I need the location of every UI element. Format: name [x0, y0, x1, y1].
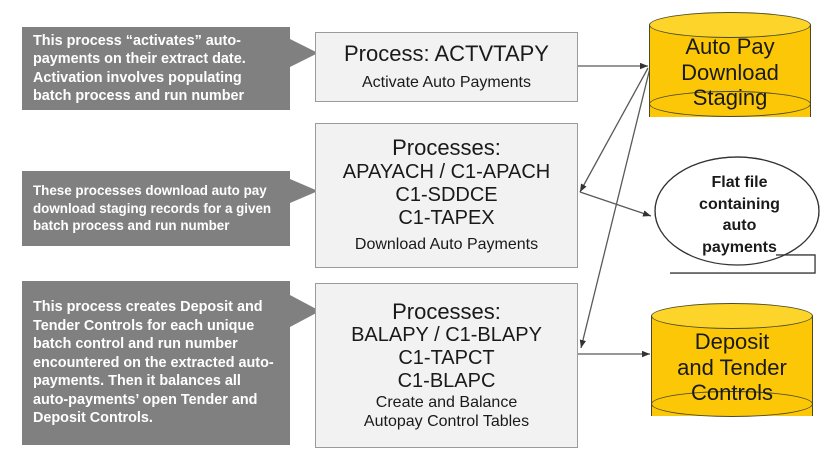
- connector-staging-to-balance: [579, 67, 651, 349]
- process-balance-line-2: C1-TAPCT: [398, 347, 495, 370]
- note-balance: This process creates Deposit and Tender …: [22, 281, 290, 445]
- cylinder-bottom-ellipse: [651, 391, 813, 417]
- process-download-caption: Download Auto Payments: [354, 236, 539, 254]
- note-activate: This process “activates” auto-payments o…: [22, 27, 290, 110]
- cylinder-top-ellipse: [649, 12, 811, 38]
- note-download-tail: [290, 179, 318, 203]
- process-download-heading: Processes:: [392, 135, 501, 161]
- note-activate-tail: [290, 39, 318, 67]
- process-box-download[interactable]: Processes: APAYACH / C1-APACH C1-SDDCE C…: [315, 123, 578, 268]
- connector-download-to-flatfile: [579, 191, 652, 217]
- note-balance-text: This process creates Deposit and Tender …: [33, 298, 274, 427]
- process-activate-caption: Activate Auto Payments: [362, 73, 531, 91]
- datastore-deposit-and-tender-controls[interactable]: Deposit and Tender Controls: [651, 303, 813, 431]
- note-activate-text: This process “activates” auto-payments o…: [33, 32, 246, 104]
- artifact-flat-file-label: Flat file containing auto payments: [699, 174, 780, 256]
- process-download-line-1: APAYACH / C1-APACH: [342, 161, 551, 184]
- note-download: These processes download auto pay downlo…: [22, 171, 290, 246]
- connector-staging-to-download: [579, 67, 649, 193]
- process-balance-caption: Create and Balance: [375, 393, 518, 411]
- datastore-auto-pay-download-staging[interactable]: Auto Pay Download Staging: [649, 12, 811, 130]
- process-download-line-3: C1-TAPEX: [398, 206, 495, 229]
- process-download-line-2: C1-SDDCE: [395, 183, 498, 206]
- flat-file-shape: [654, 156, 820, 274]
- process-activate-heading: Process: ACTVTAPY: [344, 41, 549, 67]
- process-balance-line-3: C1-BLAPC: [397, 370, 496, 393]
- cylinder-bottom-ellipse: [649, 91, 811, 117]
- datastore-deposit-and-tender-controls-label: Deposit and Tender Controls: [677, 329, 787, 406]
- process-balance-line-1: BALAPY / C1-BLAPY: [351, 324, 542, 347]
- datastore-auto-pay-download-staging-label: Auto Pay Download Staging: [681, 34, 779, 111]
- process-box-balance[interactable]: Processes: BALAPY / C1-BLAPY C1-TAPCT C1…: [315, 283, 578, 448]
- note-download-text: These processes download auto pay downlo…: [33, 183, 272, 234]
- cylinder-top-ellipse: [651, 303, 813, 329]
- process-balance-caption-2: Autopay Control Tables: [363, 413, 530, 430]
- process-box-activate[interactable]: Process: ACTVTAPY Activate Auto Payments: [315, 32, 578, 102]
- process-balance-heading: Processes:: [392, 298, 501, 324]
- artifact-flat-file[interactable]: Flat file containing auto payments: [652, 154, 827, 278]
